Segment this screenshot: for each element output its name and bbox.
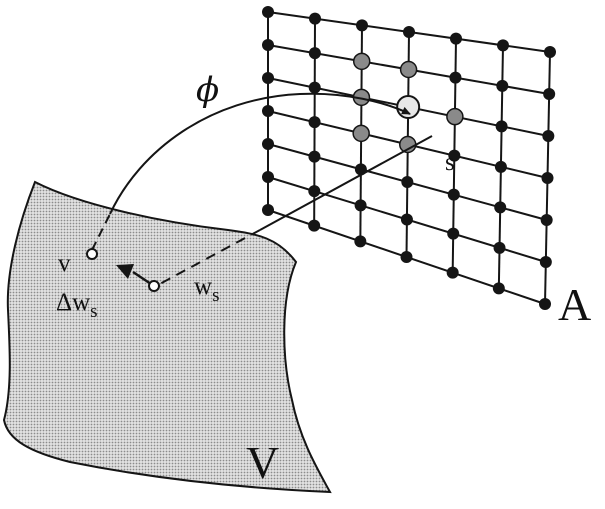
lattice-node [493,241,506,254]
lattice-node [262,39,274,51]
weight-point-ws [148,280,160,292]
mapping-arrow [109,92,411,215]
lattice-node [308,81,321,94]
weight-label-ws: ws [194,273,219,306]
lattice-node [543,88,556,100]
input-space-label-V: V [246,437,279,488]
lattice-node [308,219,321,232]
lattice-node [447,227,460,240]
lattice-node [308,185,321,198]
lattice-node [356,19,368,32]
lattice-node [262,204,274,216]
lattice-node [400,251,413,263]
lattice-node [495,120,508,133]
lattice-node [308,47,321,60]
lattice-node [544,46,556,58]
lattice-node [540,214,553,226]
input-point-v [86,248,98,260]
lattice-node [449,71,462,84]
lattice-node [494,201,507,214]
lattice-node [262,72,274,84]
neighbor-node [352,52,371,71]
lattice-node [262,6,274,18]
lattice-node [541,172,554,184]
lattice-node [494,160,507,173]
lattice-node [400,213,413,226]
neighbor-node [399,60,418,79]
lattice-node [497,39,509,52]
update-arrowhead [116,264,134,279]
lattice-node [354,199,367,212]
neuron-lattice [262,6,556,310]
lattice-node [448,149,461,162]
input-label-v: v [58,250,71,277]
lattice-node [447,188,460,201]
winner-node-s [396,95,421,119]
projection-line [259,135,433,231]
lattice-node [308,116,321,129]
projection-line-dashed [155,229,261,287]
lattice-node [401,176,414,188]
lattice-node [496,79,509,92]
lattice-node [309,12,321,25]
lattice-node [446,266,459,279]
lattice-node [542,130,555,142]
lattice-label-A: A [558,279,591,330]
lattice-node [262,138,274,150]
neighbor-node [352,124,370,143]
mapping-arrow-dashed [91,213,111,251]
lattice-node [539,298,551,310]
lattice-node [492,282,505,295]
lattice-node [539,256,552,268]
lattice-node [403,26,415,38]
winner-label-s: s [445,149,455,176]
input-space-region [2,180,332,494]
phi-label: ϕ [196,70,219,110]
lattice-node [262,105,274,117]
lattice-node [308,150,321,163]
lattice-node [262,171,274,183]
delta-label: Δws [56,289,98,322]
lattice-node [450,32,462,45]
lattice-node [354,235,367,248]
neighbor-node [446,107,464,126]
